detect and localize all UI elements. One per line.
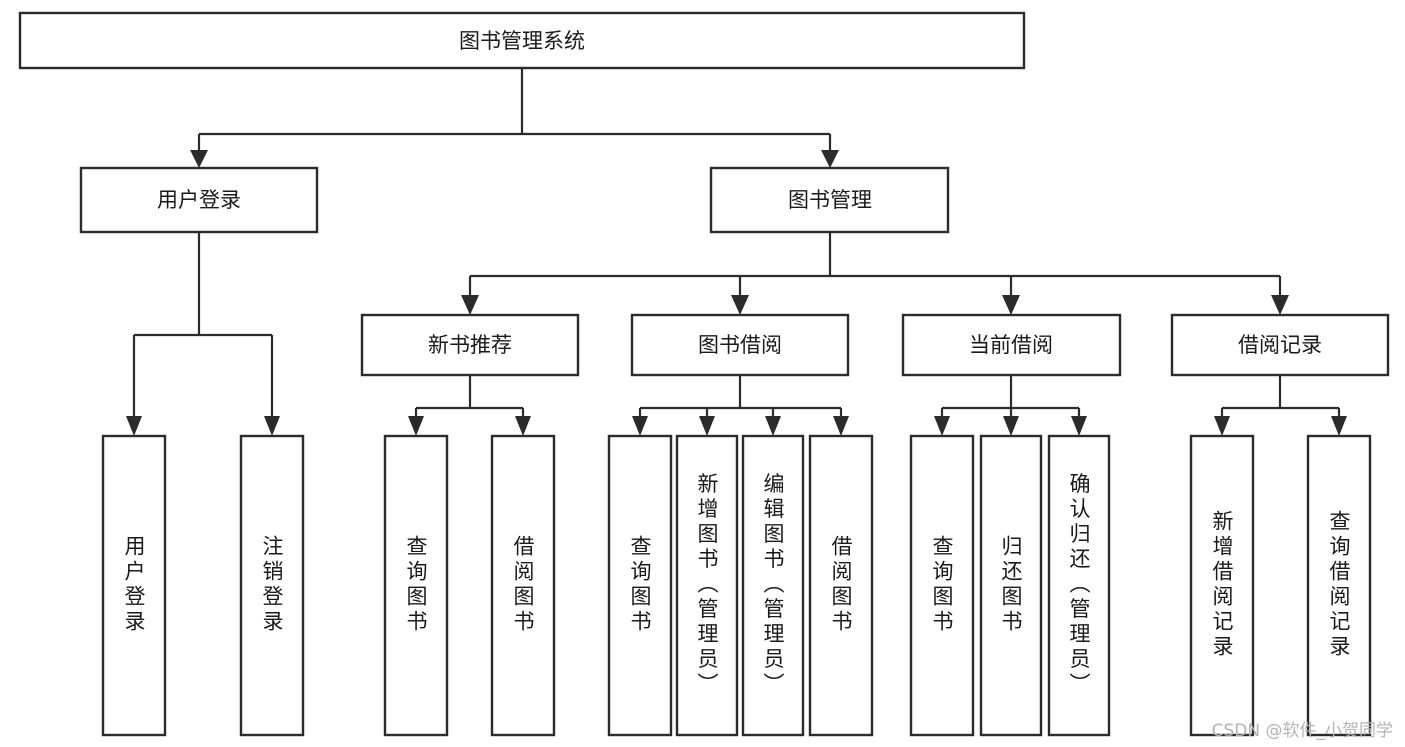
leaf-box[interactable]: [607, 434, 673, 737]
leaf-label: 查询借阅记录: [1327, 510, 1351, 660]
arrow-head-icon: [515, 416, 531, 436]
arrow-head-icon: [190, 150, 208, 168]
node-book-management-label: 图书管理: [788, 188, 872, 212]
leaf-label: 查询图书: [404, 535, 428, 635]
node-book-borrow[interactable]: 图书借阅: [630, 313, 850, 377]
leaf-current-query-book[interactable]: 查询图书: [909, 434, 975, 737]
leaf-current-confirm-return-admin[interactable]: 确认归还（管理员）: [1047, 434, 1111, 737]
node-user-login-box[interactable]: [79, 166, 319, 234]
leaf-label: 借阅图书: [829, 535, 853, 635]
leaf-label: 新增借阅记录: [1210, 510, 1234, 660]
leaf-label: 查询图书: [628, 535, 652, 635]
node-root-label: 图书管理系统: [459, 29, 585, 53]
node-current-borrow[interactable]: 当前借阅: [901, 313, 1122, 377]
leaf-box[interactable]: [909, 434, 975, 737]
node-root-box[interactable]: [18, 11, 1026, 70]
leaf-box[interactable]: [1047, 434, 1111, 737]
node-user-login[interactable]: 用户登录: [79, 166, 319, 234]
arrow-head-icon: [731, 295, 749, 315]
arrow-head-icon: [1214, 416, 1230, 436]
node-book-management[interactable]: 图书管理: [709, 166, 950, 234]
leaf-user-login-1[interactable]: 用户登录: [101, 434, 167, 737]
leaf-label: 编辑图书（管理员）: [761, 473, 785, 698]
leaf-borrow-query-book[interactable]: 查询图书: [607, 434, 673, 737]
arrow-head-icon: [699, 416, 715, 436]
leaf-newbook-query-book[interactable]: 查询图书: [383, 434, 449, 737]
leaf-box[interactable]: [1189, 434, 1255, 737]
leaf-borrow-borrow-book[interactable]: 借阅图书: [808, 434, 874, 737]
arrow-head-icon: [632, 416, 648, 436]
node-borrow-record[interactable]: 借阅记录: [1170, 313, 1390, 377]
leaf-box[interactable]: [979, 434, 1043, 737]
leaf-label: 归还图书: [999, 535, 1023, 635]
leaf-record-query-record[interactable]: 查询借阅记录: [1306, 434, 1372, 737]
node-borrow-record-label: 借阅记录: [1238, 333, 1322, 357]
arrow-head-icon: [833, 416, 849, 436]
arrow-head-icon: [821, 150, 839, 168]
leaf-box[interactable]: [490, 434, 556, 737]
arrow-head-icon: [934, 416, 950, 436]
arrow-head-icon: [1002, 295, 1020, 315]
node-book-borrow-label: 图书借阅: [698, 333, 782, 357]
node-new-book-recommend-label: 新书推荐: [428, 333, 512, 357]
leaf-box[interactable]: [239, 434, 305, 737]
node-book-borrow-box[interactable]: [630, 313, 850, 377]
leaf-borrow-edit-book-admin[interactable]: 编辑图书（管理员）: [741, 434, 805, 737]
arrow-head-icon: [765, 416, 781, 436]
leaf-box[interactable]: [741, 434, 805, 737]
leaf-record-add-record[interactable]: 新增借阅记录: [1189, 434, 1255, 737]
arrow-head-icon: [1071, 416, 1087, 436]
node-book-management-box[interactable]: [709, 166, 950, 234]
connector-layer: [126, 68, 1347, 436]
leaf-newbook-borrow-book[interactable]: 借阅图书: [490, 434, 556, 737]
node-current-borrow-label: 当前借阅: [969, 333, 1053, 357]
arrow-head-icon: [1271, 295, 1289, 315]
arrow-head-icon: [126, 416, 142, 436]
leaf-box[interactable]: [808, 434, 874, 737]
leaf-label: 新增图书（管理员）: [695, 473, 719, 698]
leaf-label: 用户登录: [122, 535, 146, 635]
node-current-borrow-box[interactable]: [901, 313, 1122, 377]
arrow-head-icon: [264, 416, 280, 436]
arrow-head-icon: [1331, 416, 1347, 436]
leaf-box[interactable]: [675, 434, 739, 737]
leaf-box[interactable]: [383, 434, 449, 737]
node-user-login-label: 用户登录: [157, 188, 241, 212]
arrow-head-icon: [1003, 416, 1019, 436]
leaf-box[interactable]: [1306, 434, 1372, 737]
node-new-book-recommend[interactable]: 新书推荐: [360, 313, 580, 377]
leaf-current-return-book[interactable]: 归还图书: [979, 434, 1043, 737]
node-new-book-recommend-box[interactable]: [360, 313, 580, 377]
leaf-label: 注销登录: [260, 535, 284, 635]
leaf-label: 查询图书: [930, 535, 954, 635]
leaf-user-logout[interactable]: 注销登录: [239, 434, 305, 737]
leaf-label: 借阅图书: [511, 535, 535, 635]
arrow-head-icon: [408, 416, 424, 436]
leaf-borrow-add-book-admin[interactable]: 新增图书（管理员）: [675, 434, 739, 737]
leaf-label: 确认归还（管理员）: [1067, 473, 1091, 698]
node-root[interactable]: 图书管理系统: [18, 11, 1026, 70]
arrow-head-icon: [461, 295, 479, 315]
node-borrow-record-box[interactable]: [1170, 313, 1390, 377]
leaf-box[interactable]: [101, 434, 167, 737]
